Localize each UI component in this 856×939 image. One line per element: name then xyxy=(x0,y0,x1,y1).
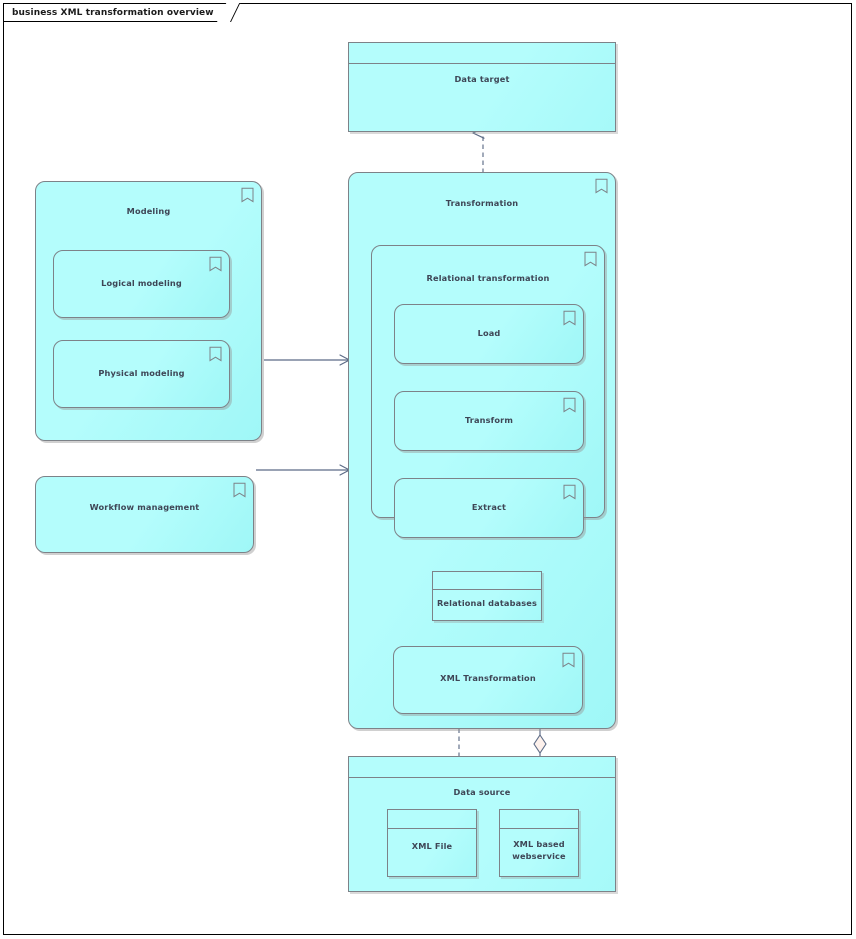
data-target-header-band xyxy=(349,43,615,64)
transform-label: Transform xyxy=(464,415,514,425)
node-relational-databases[interactable]: Relational databases xyxy=(432,571,542,621)
data-source-header-band xyxy=(349,757,615,778)
relational-transformation-label: Relational transformation xyxy=(426,273,550,283)
logical-modeling-label: Logical modeling xyxy=(101,278,182,288)
node-load[interactable]: Load xyxy=(394,304,584,364)
xml-based-webservice-header-band xyxy=(500,810,578,829)
diagram-title: business XML transformation overview xyxy=(12,7,214,18)
node-xml-file[interactable]: XML File xyxy=(387,809,477,877)
load-label: Load xyxy=(477,328,501,338)
xml-transformation-label: XML Transformation xyxy=(440,673,536,683)
capability-banner-icon xyxy=(584,251,597,267)
node-data-target[interactable]: Data target xyxy=(348,42,616,132)
capability-banner-icon xyxy=(562,652,575,668)
node-xml-transformation[interactable]: XML Transformation xyxy=(393,646,583,714)
relational-databases-header-band xyxy=(433,572,541,590)
capability-banner-icon xyxy=(209,256,222,272)
node-logical-modeling[interactable]: Logical modeling xyxy=(53,250,230,318)
capability-banner-icon xyxy=(563,310,576,326)
node-modeling[interactable]: Modeling Logical modeling Physical model… xyxy=(35,181,262,441)
node-extract[interactable]: Extract xyxy=(394,478,584,538)
capability-banner-icon xyxy=(241,187,254,203)
extract-label: Extract xyxy=(471,502,507,512)
xml-file-label: XML File xyxy=(411,841,453,851)
workflow-management-label: Workflow management xyxy=(89,502,200,512)
relational-databases-label: Relational databases xyxy=(436,598,538,608)
xml-based-webservice-label: XML based webservice xyxy=(512,839,566,861)
node-transform[interactable]: Transform xyxy=(394,391,584,451)
node-transformation[interactable]: Transformation Relational transformation… xyxy=(348,172,616,729)
physical-modeling-label: Physical modeling xyxy=(98,368,185,378)
node-xml-based-webservice[interactable]: XML based webservice xyxy=(499,809,579,877)
capability-banner-icon xyxy=(233,482,246,498)
node-data-source[interactable]: Data source XML File XML based webservic… xyxy=(348,756,616,892)
diagram-title-tab[interactable]: business XML transformation overview xyxy=(4,3,240,22)
transformation-label: Transformation xyxy=(445,198,519,208)
modeling-label: Modeling xyxy=(126,206,171,216)
node-physical-modeling[interactable]: Physical modeling xyxy=(53,340,230,408)
data-target-label: Data target xyxy=(454,74,510,84)
capability-banner-icon xyxy=(563,397,576,413)
capability-banner-icon xyxy=(563,484,576,500)
xml-file-header-band xyxy=(388,810,476,829)
capability-banner-icon xyxy=(595,178,608,194)
node-workflow-management[interactable]: Workflow management xyxy=(35,476,254,553)
data-source-label: Data source xyxy=(453,787,511,797)
capability-banner-icon xyxy=(209,346,222,362)
node-relational-transformation[interactable]: Relational transformation Load Transform… xyxy=(371,245,605,538)
